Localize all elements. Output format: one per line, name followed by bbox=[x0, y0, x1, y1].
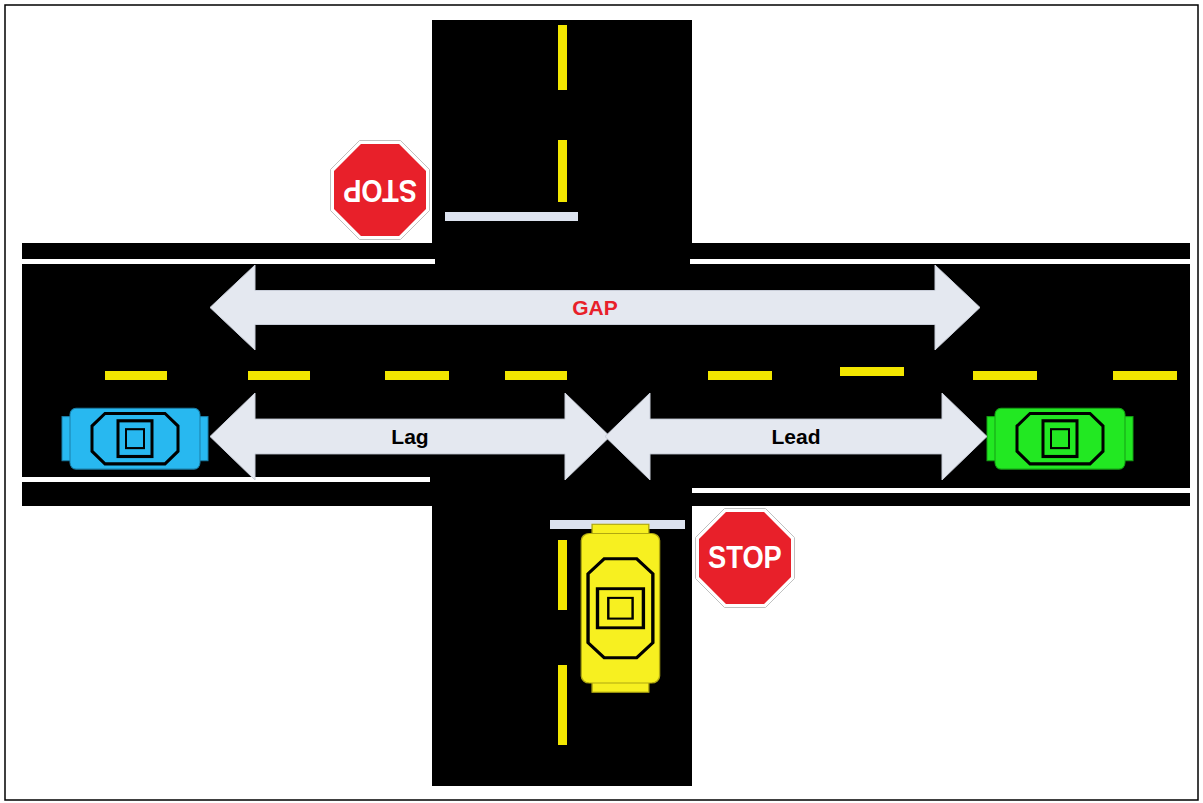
stop-line bbox=[445, 212, 578, 221]
stop-sign: STOP bbox=[695, 508, 795, 608]
center-dash bbox=[558, 25, 567, 90]
interval-label: GAP bbox=[572, 296, 618, 320]
car-body bbox=[581, 534, 659, 684]
car-roof bbox=[598, 589, 644, 628]
car-roof bbox=[1051, 429, 1069, 448]
center-dash bbox=[505, 371, 567, 380]
car-cabin bbox=[1017, 413, 1103, 463]
edge-line bbox=[22, 259, 435, 264]
center-dash bbox=[105, 371, 167, 380]
double-arrow bbox=[605, 393, 987, 480]
sign-face bbox=[334, 144, 426, 236]
car-body bbox=[995, 408, 1125, 469]
stop-sign: STOP bbox=[330, 140, 430, 240]
edge-line bbox=[22, 477, 430, 482]
center-dash bbox=[973, 371, 1037, 380]
center-dash bbox=[708, 371, 772, 380]
center-dash bbox=[558, 540, 567, 610]
sign-border bbox=[696, 509, 795, 608]
center-dash bbox=[385, 371, 449, 380]
double-arrow bbox=[210, 393, 610, 480]
car-roof bbox=[608, 598, 632, 619]
interval-label: Lead bbox=[771, 425, 820, 449]
edge-line bbox=[690, 259, 1190, 264]
center-dash bbox=[840, 367, 904, 376]
sign-face bbox=[699, 512, 791, 604]
double-arrow bbox=[210, 265, 980, 350]
center-dash bbox=[248, 371, 310, 380]
car-roof bbox=[118, 421, 152, 457]
car-cabin bbox=[92, 413, 178, 463]
sign-text: STOP bbox=[708, 540, 782, 576]
frame bbox=[5, 5, 1198, 800]
car-roof bbox=[126, 429, 144, 448]
gap-arrow: GAP bbox=[210, 265, 980, 350]
center-dash bbox=[1113, 371, 1177, 380]
edge-line bbox=[692, 488, 1190, 493]
center-dashes bbox=[105, 25, 1177, 745]
waiting-car bbox=[581, 524, 659, 692]
minor-road bbox=[432, 20, 692, 786]
car-roof bbox=[1043, 421, 1077, 457]
center-dash bbox=[558, 140, 567, 202]
lead-car bbox=[987, 408, 1133, 469]
interval-label: Lag bbox=[391, 425, 428, 449]
car-cabin bbox=[588, 559, 653, 658]
car-body bbox=[70, 408, 200, 469]
lead-arrow: Lead bbox=[605, 393, 987, 480]
lag-car bbox=[62, 408, 208, 469]
sign-border bbox=[331, 141, 430, 240]
sign-text: STOP bbox=[343, 172, 417, 208]
center-dash bbox=[558, 665, 567, 745]
lag-arrow: Lag bbox=[210, 393, 610, 480]
